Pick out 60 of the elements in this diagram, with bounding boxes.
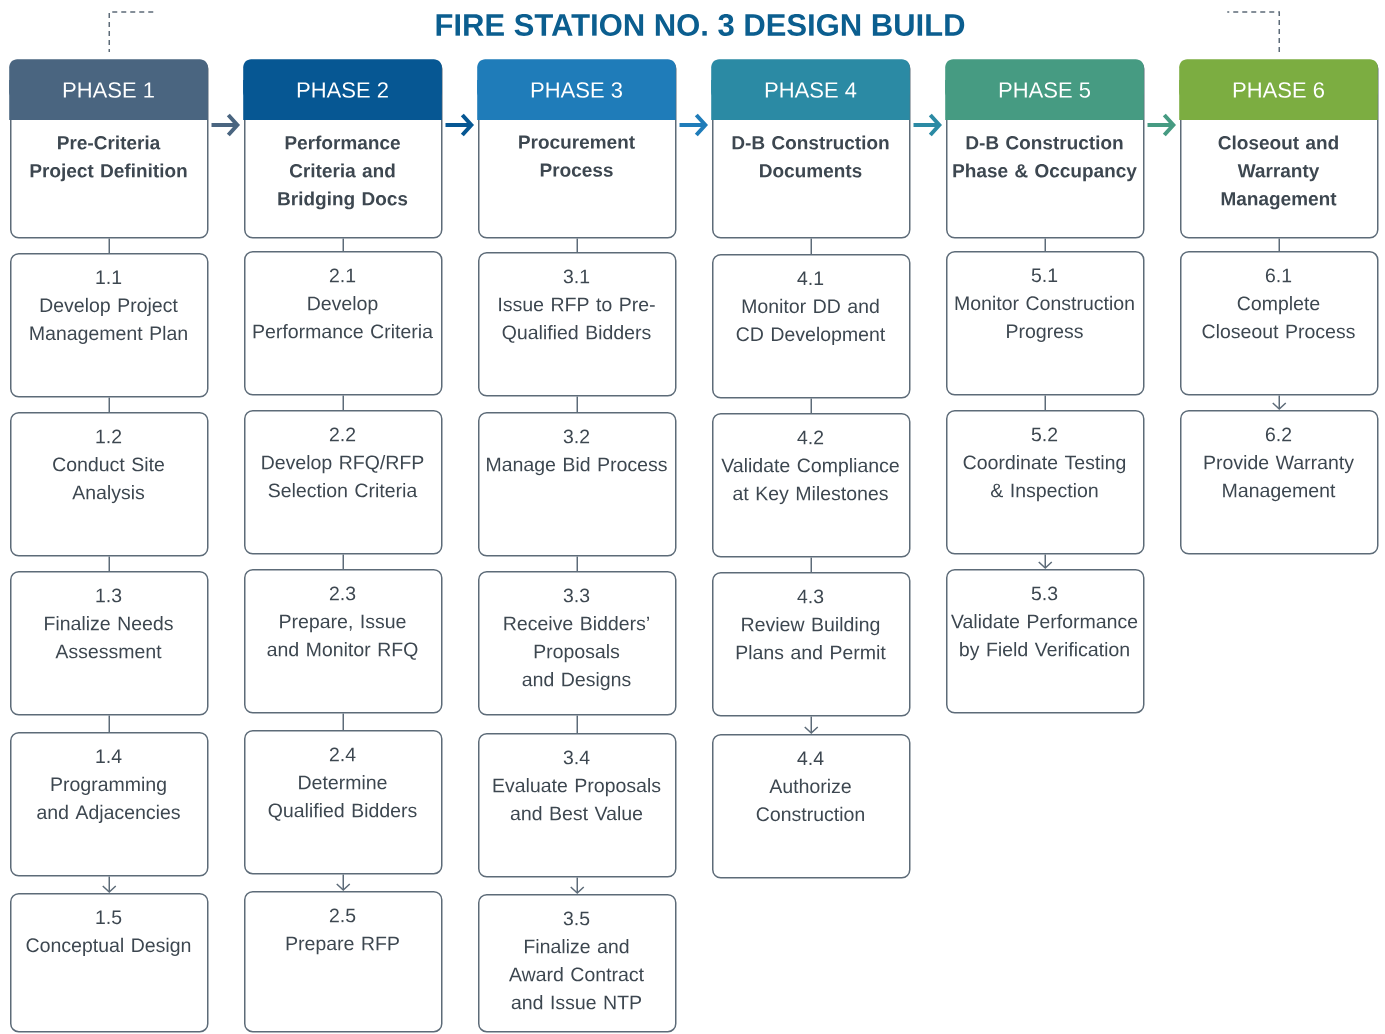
step-box: 6.1 Complete Closeout Process	[1180, 251, 1379, 396]
step-box: 4.1 Monitor DD and CD Development	[712, 254, 911, 399]
dashed-line	[1226, 11, 1280, 53]
step-box: 2.5 Prepare RFP	[244, 891, 443, 1033]
dashed-line	[108, 11, 154, 53]
connector-line	[810, 556, 812, 573]
step-box: 1.4 Programming and Adjacencies	[10, 732, 209, 877]
phase-box: PHASE 5 D-B Construction Phase & Occupancy	[945, 59, 1145, 239]
connector-line	[108, 396, 110, 413]
step-box: 3.5 Finalize and Award Contract and Issue NTP	[478, 894, 677, 1033]
step-box: 5.1 Monitor Construction Progress	[946, 251, 1145, 396]
step-box: 3.4 Evaluate Proposals and Best Value	[478, 733, 677, 878]
arrow	[570, 876, 585, 894]
arrow	[804, 715, 819, 734]
step-box: 3.2 Manage Bid Process	[478, 412, 677, 557]
connector-line	[810, 397, 812, 414]
phase-box: PHASE 6 Closeout and Warranty Management	[1179, 59, 1379, 239]
connector-line	[810, 237, 812, 255]
connector-line	[1044, 237, 1046, 252]
connector-line	[1278, 237, 1280, 252]
step-box: 2.2 Develop RFQ/RFP Selection Criteria	[244, 410, 443, 555]
phase-box: PHASE 3 Procurement Process	[477, 59, 677, 239]
connector-line	[108, 714, 110, 733]
step-box: 6.2 Provide Warranty Management	[1180, 410, 1379, 555]
step-box: 1.5 Conceptual Design	[10, 893, 209, 1033]
connector-line	[342, 553, 344, 570]
phase-box: PHASE 1 Pre-Criteria Project Definition	[9, 59, 209, 239]
connector-line	[108, 237, 110, 254]
arrow	[211, 113, 240, 137]
connector-line	[342, 237, 344, 252]
step-box: 4.4 Authorize Construction	[712, 734, 911, 879]
connector-line	[576, 714, 578, 734]
step-box: 5.3 Validate Performance by Field Verification	[946, 569, 1145, 714]
title: FIRE STATION NO. 3 DESIGN BUILD	[436, 14, 965, 36]
arrow	[679, 113, 708, 137]
step-box: 2.4 Determine Qualified Bidders	[244, 730, 443, 875]
step-box: 4.2 Validate Compliance at Key Milestones	[712, 413, 911, 558]
step-box: 1.1 Develop Project Management Plan	[10, 253, 209, 398]
arrow	[102, 875, 117, 893]
step-box: 5.2 Coordinate Testing & Inspection	[946, 410, 1145, 555]
connector-line	[576, 555, 578, 572]
connector-line	[576, 395, 578, 413]
step-box: 2.3 Prepare, Issue and Monitor RFQ	[244, 569, 443, 714]
connector-line	[1044, 394, 1046, 411]
connector-line	[342, 712, 344, 731]
connector-line	[576, 237, 578, 253]
step-box: 3.3 Receive Bidders’ Proposals and Designs	[478, 571, 677, 716]
connector-line	[342, 394, 344, 411]
phase-box: PHASE 4 D-B Construction Documents	[711, 59, 911, 239]
step-box: 1.2 Conduct Site Analysis	[10, 412, 209, 557]
connector-line	[108, 555, 110, 572]
step-box: 3.1 Issue RFP to Pre-Qualified Bidders	[478, 252, 677, 397]
step-box: 4.3 Review Building Plans and Permit	[712, 572, 911, 717]
step-box: 1.3 Finalize Needs Assessment	[10, 571, 209, 716]
arrow	[1147, 113, 1176, 137]
step-box: 2.1 Develop Performance Criteria	[244, 251, 443, 396]
phase-box: PHASE 2 Performance Criteria and Bridging Docs	[243, 59, 443, 239]
arrow	[336, 873, 351, 891]
arrow	[445, 113, 474, 137]
arrow	[913, 113, 942, 137]
